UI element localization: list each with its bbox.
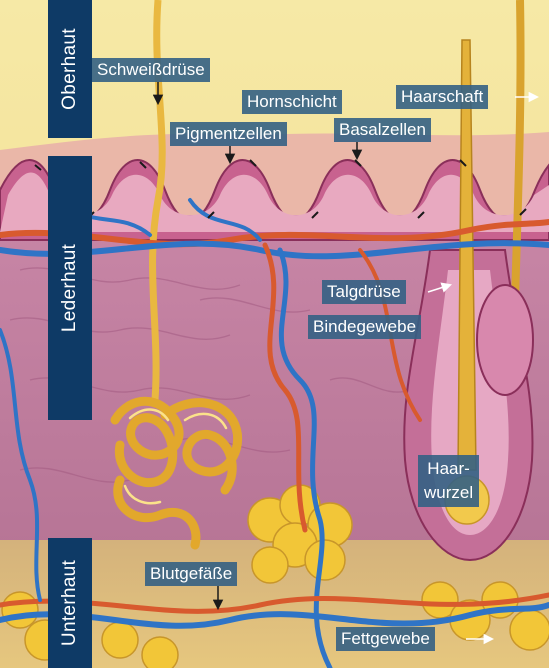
label-haarwurzel: Haar- wurzel — [418, 455, 479, 507]
label-haarwurzel-line1: Haar- — [424, 457, 473, 481]
layer-bar-unterhaut: Unterhaut — [48, 538, 92, 668]
layer-label-lederhaut: Lederhaut — [59, 244, 81, 332]
label-fettgewebe: Fettgewebe — [336, 627, 435, 651]
label-blutgefaesse: Blutgefäße — [145, 562, 237, 586]
layer-label-oberhaut: Oberhaut — [59, 28, 81, 110]
label-basalzellen: Basalzellen — [334, 118, 431, 142]
sebaceous-gland — [477, 285, 533, 395]
label-bindegewebe: Bindegewebe — [308, 315, 421, 339]
label-talgdruese: Talgdrüse — [322, 280, 406, 304]
layer-bar-lederhaut: Lederhaut — [48, 156, 92, 420]
label-haarwurzel-line2: wurzel — [424, 481, 473, 505]
label-schweissdruese: Schweißdrüse — [92, 58, 210, 82]
label-haarschaft: Haarschaft — [396, 85, 488, 109]
layer-bar-oberhaut: Oberhaut — [48, 0, 92, 138]
label-pigmentzellen: Pigmentzellen — [170, 122, 287, 146]
label-hornschicht: Hornschicht — [242, 90, 342, 114]
layer-label-unterhaut: Unterhaut — [59, 560, 81, 646]
